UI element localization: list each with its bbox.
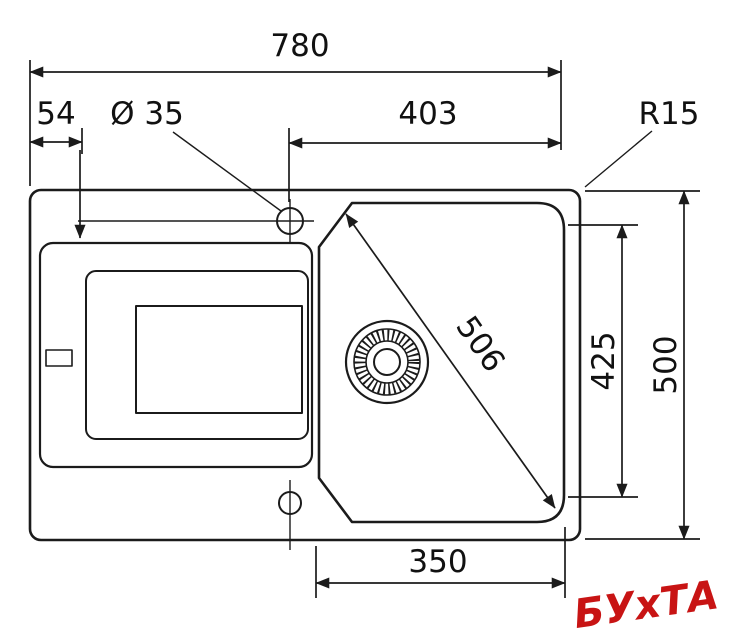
dim-overall-depth: 500 — [585, 190, 700, 540]
drainboard-middle-panel — [85, 270, 309, 440]
bottom-hole — [278, 480, 302, 550]
drainboard-slot — [45, 349, 73, 367]
drain-strainer — [344, 319, 430, 405]
drainboard — [38, 241, 314, 469]
dim-edge-offset: 54 — [29, 96, 86, 239]
drainboard-outer-panel — [38, 241, 314, 469]
dim-r15-leader — [584, 130, 653, 188]
dim-d35-leader — [172, 131, 282, 212]
dim-corner-radius: R15 — [584, 96, 700, 188]
sink-body — [28, 188, 582, 550]
bowl-outline — [317, 201, 566, 524]
faucet-hole-circle — [276, 207, 304, 235]
sink-outer-edge — [28, 188, 582, 542]
dim-overall-width: 780 — [29, 28, 562, 186]
dim-54-label: 54 — [36, 96, 75, 132]
dimensions: 780 403 54 Ø 35 R15 506 — [29, 28, 700, 598]
drain-knurled-ring — [354, 329, 420, 395]
dim-350-label: 350 — [408, 544, 467, 580]
dim-425-label: 425 — [586, 331, 622, 390]
dim-bowl-diagonal: 506 — [345, 213, 556, 509]
dim-506-label: 506 — [448, 310, 511, 379]
bottom-hole-circle — [278, 491, 302, 515]
dim-bowl-width: 350 — [315, 527, 566, 598]
watermark-text: БУхТА — [571, 572, 721, 638]
dim-d35-label: Ø 35 — [110, 96, 184, 132]
drain-inner-ring — [365, 340, 409, 384]
drain-center-circle — [373, 348, 401, 376]
dim-hole-diameter: Ø 35 — [110, 96, 282, 212]
dim-bowl-depth: 425 — [568, 224, 638, 498]
dim-403-label: 403 — [398, 96, 457, 132]
drainboard-inner-panel — [135, 305, 303, 414]
dim-hole-to-edge: 403 — [288, 96, 562, 202]
dim-r15-label: R15 — [639, 96, 700, 132]
dim-780-label: 780 — [270, 28, 329, 64]
dim-506-line — [345, 213, 556, 509]
dim-500-label: 500 — [648, 335, 684, 394]
faucet-hole — [78, 199, 314, 243]
